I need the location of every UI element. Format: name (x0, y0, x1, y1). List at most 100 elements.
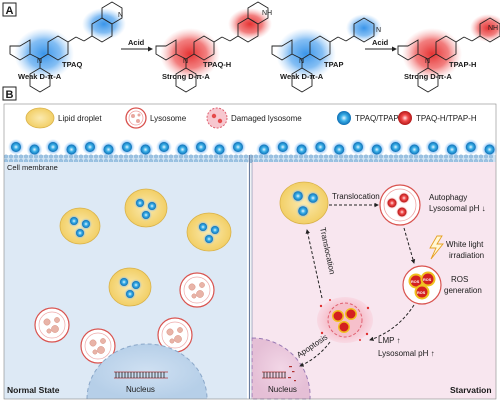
autophagy-to-ros-arrow (403, 227, 416, 264)
molecule-name: TPAP (324, 60, 343, 69)
n-atom: N (183, 58, 188, 65)
lysosome (179, 272, 215, 308)
membrane-probe (274, 139, 291, 155)
structure-lines (271, 17, 375, 93)
membrane-probe (137, 141, 154, 158)
normal-lipid-droplets (59, 188, 232, 307)
membrane-probes (8, 139, 498, 158)
cell-membrane-label: Cell membrane (7, 163, 58, 172)
nucleus-left: Nucleus (86, 343, 208, 400)
molecule-caption: Weak D-π-A (280, 72, 324, 81)
molecule-tpap-h: N NH TPAP-H Strong D-π-A (397, 14, 500, 93)
membrane-probe (331, 141, 348, 158)
membrane-probe (26, 141, 43, 158)
legend-damaged: Damaged lysosome (231, 114, 302, 123)
membrane-probe (45, 139, 61, 155)
probe-h-icon (398, 111, 412, 125)
structure-lines (9, 1, 123, 93)
lipid-droplet (186, 212, 232, 252)
ros-tag: ROS (423, 278, 432, 282)
group-label: N (118, 12, 123, 19)
membrane-probe (100, 141, 117, 158)
membrane-probe (293, 141, 310, 158)
lipid-droplet (108, 267, 152, 307)
ros-tag: ROS (417, 291, 426, 295)
membrane-probe (312, 139, 329, 155)
lipid-droplet (124, 188, 168, 228)
molecule-name: TPAQ (62, 60, 82, 69)
n-atom: N (299, 58, 304, 65)
lysosome (34, 307, 70, 343)
panel-a-label: A (6, 5, 14, 17)
damaged-lysosome (317, 297, 373, 343)
molecule-tpap: N N TPAP Weak D-π-A (271, 14, 382, 93)
legend-probe-h: TPAQ-H/TPAP-H (416, 114, 477, 123)
lightning-icon (429, 235, 444, 260)
normal-state-title: Normal State (7, 385, 60, 395)
acceptor-glow (82, 8, 126, 40)
membrane-probe (174, 141, 191, 158)
membrane-probe (350, 139, 366, 155)
panel-b-label: B (6, 89, 14, 101)
membrane-probe (119, 139, 135, 155)
molecule-caption: Weak D-π-A (18, 72, 62, 81)
translocation-top-label: Translocation (332, 192, 380, 201)
membrane-probe (387, 139, 404, 155)
lysosome (80, 328, 116, 364)
membrane-probe (425, 139, 442, 155)
n-atom: N (425, 58, 430, 65)
molecule-name: TPAP-H (449, 60, 476, 69)
lysosome (157, 317, 193, 353)
molecule-tpaq: N N TPAQ Weak D-π-A (9, 1, 126, 93)
molecule-tpaq-h: N NH TPAQ-H Strong D-π-A (155, 1, 272, 93)
ros-tag: ROS (411, 280, 420, 284)
legend-lipid: Lipid droplet (58, 114, 102, 123)
membrane-probe (82, 139, 98, 155)
membrane-probe (193, 139, 209, 155)
generation-label: generation (444, 286, 482, 295)
starvation-lipid-droplet (279, 181, 329, 225)
apoptosis-arrow (299, 341, 331, 367)
ros-lysosome: ROS ROS ROS (402, 265, 442, 305)
molecule-caption: Strong D-π-A (404, 72, 452, 81)
lipid-droplet-icon (25, 107, 55, 129)
membrane-probe (368, 141, 385, 158)
group-label: NH (262, 10, 272, 17)
membrane-probe (156, 139, 172, 155)
acid-label: Acid (128, 38, 145, 47)
membrane-probe (406, 141, 423, 158)
lysosomal-ph-up-label: Lysosomal pH ↑ (378, 349, 435, 358)
acceptor-glow (228, 8, 272, 40)
nucleus-left-label: Nucleus (126, 385, 155, 394)
membrane-probe (230, 139, 246, 155)
normal-lysosomes (34, 272, 215, 364)
autolysosome (379, 184, 421, 226)
damaged-lysosome-icon (206, 107, 228, 129)
lipid-droplet (59, 207, 101, 245)
membrane-probe (63, 141, 80, 158)
autophagy-label: Autophagy (429, 193, 467, 202)
membrane-probe (8, 139, 24, 155)
legend: Lipid droplet Lysosome Damaged lysosome … (25, 107, 477, 129)
panel-b: B Lipid droplet Lysosome Damaged lysosom… (2, 86, 498, 400)
group-label: N (376, 27, 381, 34)
panel-b-frame (3, 103, 497, 400)
acid-arrow-2: Acid (365, 38, 397, 52)
molecule-caption: Strong D-π-A (162, 72, 210, 81)
acid-arrow-1: Acid (121, 38, 153, 52)
nucleus-right: Nucleus (251, 337, 311, 400)
lysosome-icon (125, 107, 147, 129)
nucleus-right-label: Nucleus (268, 385, 297, 394)
acceptor-glow (470, 14, 500, 42)
membrane-probe (211, 141, 228, 158)
membrane-probe (444, 141, 460, 158)
lmp-label: LMP ↑ (378, 336, 401, 345)
dna-fragments (288, 366, 296, 382)
panel-a: A N N TPAQ Weak D-π-A Acid (2, 1, 500, 93)
membrane-probe (481, 141, 498, 158)
membrane-probe (462, 139, 479, 155)
translocation-back-arrow (305, 229, 323, 299)
n-atom: N (37, 58, 42, 65)
ros-label: ROS (451, 275, 468, 284)
legend-probe: TPAQ/TPAP (355, 114, 399, 123)
